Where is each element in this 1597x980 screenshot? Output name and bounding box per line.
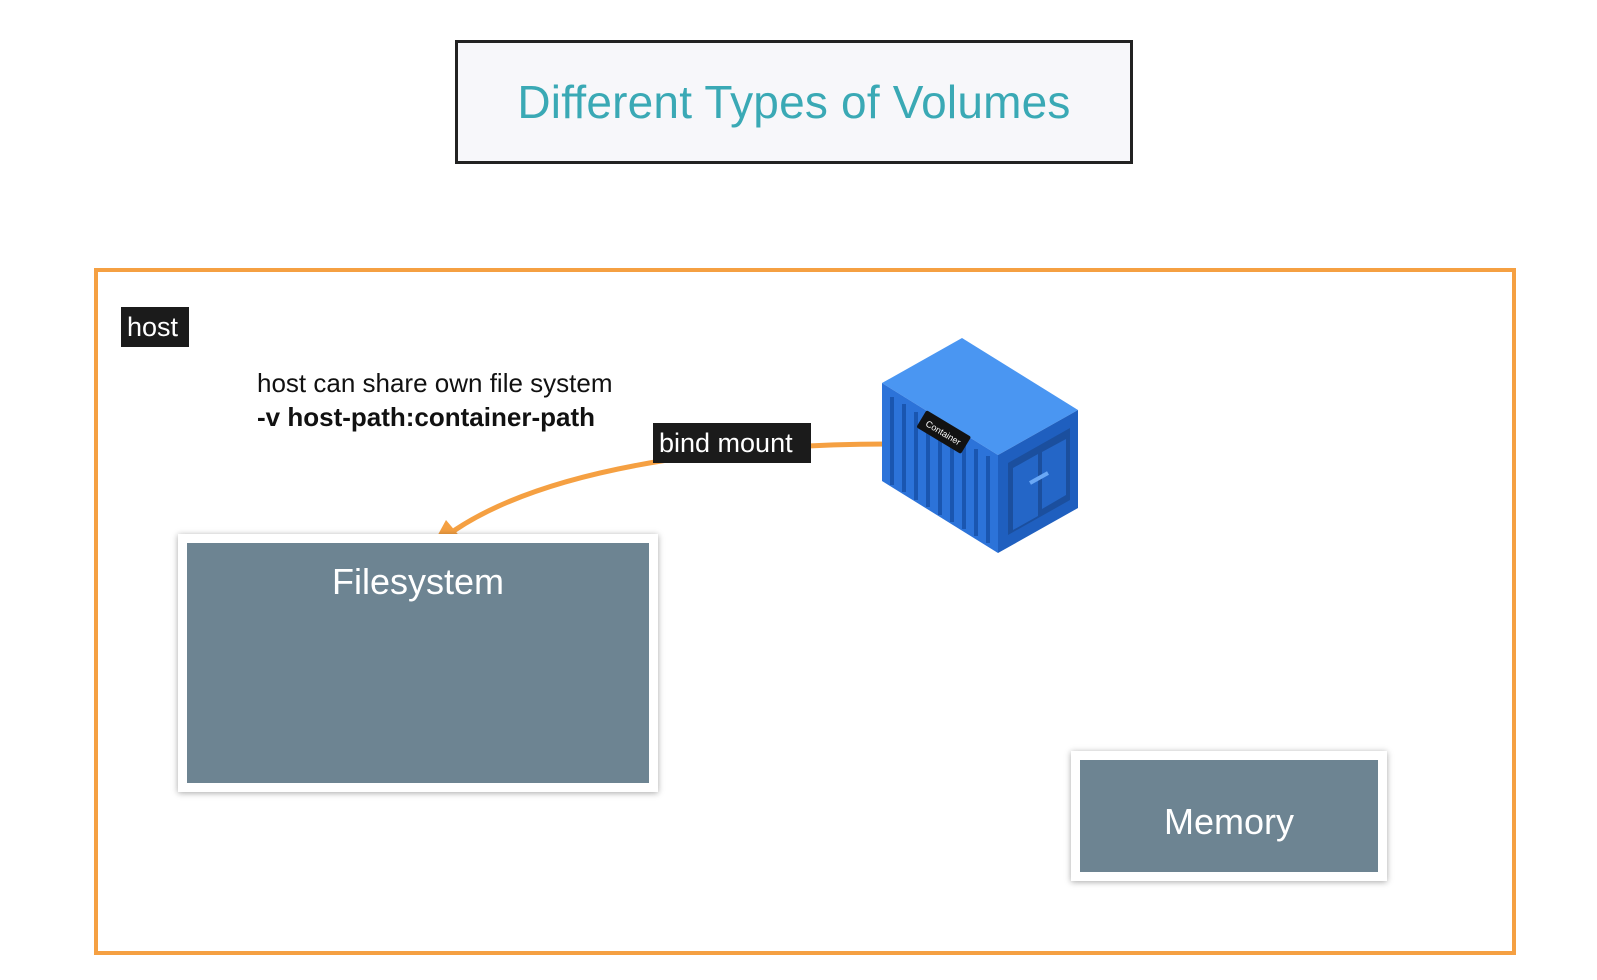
filesystem-panel: Filesystem <box>187 543 649 783</box>
command-text: -v host-path:container-path <box>257 402 595 432</box>
title-box: Different Types of Volumes <box>455 40 1133 164</box>
container-icon: Container <box>882 338 1078 553</box>
diagram-title: Different Types of Volumes <box>517 76 1071 128</box>
description: host can share own file system -v host-p… <box>257 366 613 434</box>
bind-mount-tag: bind mount <box>653 423 811 463</box>
host-tag: host <box>121 307 189 347</box>
filesystem-label: Filesystem <box>331 561 505 602</box>
host-frame <box>94 268 1516 955</box>
memory-label: Memory <box>1163 801 1294 842</box>
description-line: host can share own file system <box>257 368 613 398</box>
memory-box: Memory <box>1071 751 1387 881</box>
memory-panel: Memory <box>1080 760 1378 872</box>
filesystem-box: Filesystem <box>178 534 658 792</box>
